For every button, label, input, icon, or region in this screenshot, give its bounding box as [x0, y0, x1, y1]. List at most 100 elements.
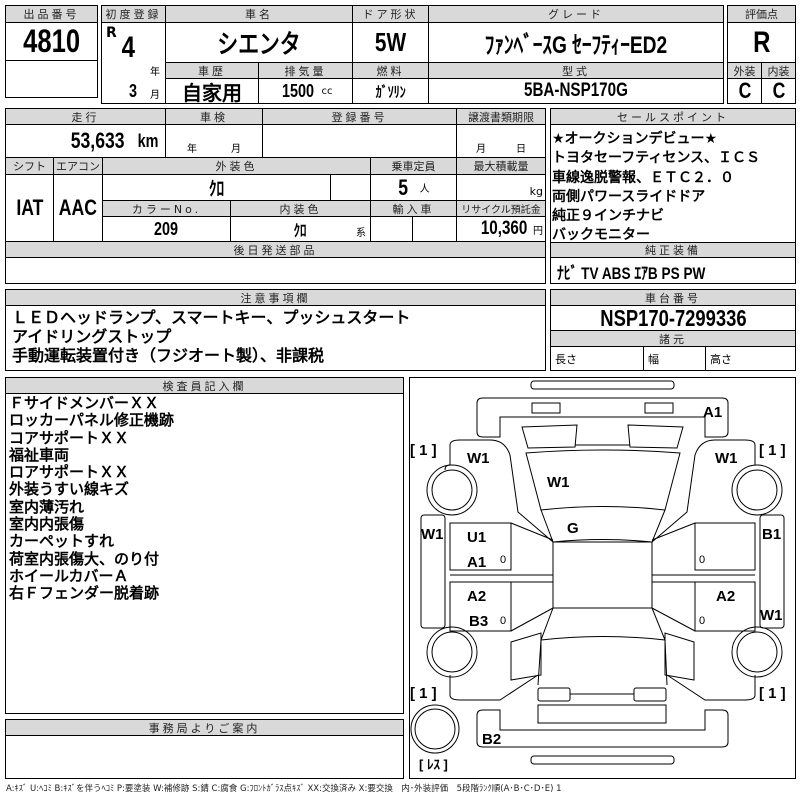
notes-box: 注意事項欄 ＬＥＤヘッドランプ、スマートキー、プッシュスタート アイドリングスト…	[5, 289, 546, 371]
door-zero: 0	[500, 554, 506, 566]
lot-header: 出品番号	[6, 6, 97, 23]
inspection: 年月	[166, 125, 263, 158]
mark-windshield: W1	[547, 474, 570, 491]
model-code: 5BA-NSP170G	[524, 80, 628, 101]
front-right-wheel	[731, 464, 783, 516]
year-unit: 年	[150, 67, 160, 78]
rear-left-wheel	[426, 626, 478, 678]
inspector-line: コアサポートＸＸ	[9, 428, 130, 447]
era: R	[106, 25, 117, 41]
score-value: R	[728, 23, 795, 63]
chassis-header: 車台番号	[551, 290, 795, 306]
inspector-line: ロアサポートＸＸ	[9, 463, 130, 482]
import-cell-1	[371, 217, 413, 242]
first-reg-header: 初度登録	[102, 6, 166, 23]
spare-wheel	[410, 704, 460, 754]
ext-color: ｸﾛ	[103, 175, 331, 201]
door-type: 5W	[353, 23, 429, 63]
int-color: ｸﾛ系	[231, 217, 371, 242]
recycle-header: リサイクル預託金	[457, 201, 545, 217]
door-header: ドア形状	[353, 6, 429, 23]
tire-spare: [ ﾚｽ ]	[419, 757, 448, 772]
ext-color-extra	[331, 175, 371, 201]
sales-point: 車線逸脱警報、ＥＴＣ２．０	[552, 169, 734, 186]
mark-fr-fender: W1	[715, 450, 738, 467]
note-line: アイドリングストップ	[12, 327, 172, 346]
inspector-line: ホイールカバーＡ	[9, 566, 129, 585]
reg-year: 4	[121, 31, 136, 64]
sales-point: 両側パワースライドドア	[552, 188, 706, 205]
model-header: 型式	[429, 63, 723, 79]
inspector-box: 検査員記入欄 ＦサイドメンバーＸＸ ロッカーパネル修正機跡 コアサポートＸＸ 福…	[5, 377, 404, 714]
int-color-header: 内装色	[231, 201, 371, 217]
chassis-number: NSP170-7299336	[551, 306, 795, 331]
ext-color-header: 外装色	[103, 158, 371, 175]
mark-glass: G	[567, 520, 579, 537]
sales-point: ★オークションデビュー★	[552, 131, 718, 147]
sales-points-box: セールスポイント ★オークションデビュー★ トヨタセーフティセンス、ＩＣＳ 車線…	[550, 108, 796, 284]
ext-score-header: 外装	[728, 63, 762, 79]
tire-fl: [ 1 ]	[410, 442, 437, 459]
aircon: AAC	[54, 175, 103, 242]
notes-list: ＬＥＤヘッドランプ、スマートキー、プッシュスタート アイドリングストップ 手動運…	[12, 308, 410, 365]
mark-lr-door-2: B3	[469, 613, 488, 630]
equipment: ﾅﾋﾞ TV ABS ｴｱB PS PW	[557, 264, 706, 283]
month-unit: 月	[150, 90, 160, 101]
inspector-line: 室内薄汚れ	[9, 497, 85, 516]
import-header: 輸入車	[371, 201, 457, 217]
history: 自家用	[166, 79, 259, 103]
spec-width: 幅	[644, 347, 706, 370]
spec-length: 長さ	[551, 347, 644, 370]
first-reg-cell: R 4 年 3 月	[102, 23, 166, 103]
reg-number	[263, 125, 457, 158]
note-line: ＬＥＤヘッドランプ、スマートキー、プッシュスタート	[12, 308, 411, 327]
tire-rr: [ 1 ]	[759, 685, 786, 702]
ext-score: C	[728, 79, 762, 103]
car-damage-diagram: A1 W1 W1 W1 G W1 U1 A1 A2 B3 B1 A2 W1 B2…	[410, 380, 786, 772]
inspector-line: 荷室内張傷大、のり付	[9, 549, 160, 568]
max-load-header: 最大積載量	[457, 158, 545, 175]
rear-right-wheel	[731, 626, 783, 678]
lot-box: 出品番号 4810	[5, 5, 98, 98]
chassis-box: 車台番号 NSP170-7299336 諸元 長さ 幅 高さ	[550, 289, 796, 371]
max-load: kg	[457, 175, 545, 201]
notes-header: 注意事項欄	[6, 290, 545, 306]
mark-hood: A1	[703, 404, 722, 421]
office-header: 事務局よりご案内	[6, 720, 403, 736]
front-left-wheel	[426, 464, 478, 516]
lot-number: 4810	[6, 23, 97, 61]
capacity-header: 乗車定員	[371, 158, 457, 175]
score-box: 評価点 R 外装 内装 C C	[727, 5, 796, 104]
int-score-header: 内装	[762, 63, 795, 79]
wheels	[410, 464, 783, 754]
mileage-header: 走行	[6, 109, 166, 125]
mark-rr-door: A2	[716, 588, 735, 605]
inspector-line: 外装うすい線キズ	[9, 480, 130, 499]
door-zero: 0	[699, 615, 705, 627]
shift: IAT	[6, 175, 54, 242]
mark-fl-fender: W1	[467, 450, 490, 467]
inspector-line: 室内内張傷	[9, 515, 85, 534]
specs-header: 諸元	[551, 331, 795, 347]
fuel-header: 燃料	[353, 63, 429, 79]
sales-point: トヨタセーフティセンス、ＩＣＳ	[552, 150, 761, 167]
displacement-header: 排気量	[259, 63, 353, 79]
later-parts-header: 後日発送部品	[6, 242, 545, 258]
transfer-header: 譲渡書類期限	[457, 109, 545, 125]
reg-month: 3	[129, 81, 138, 101]
inspector-line: カーペットすれ	[9, 532, 115, 551]
reg-number-header: 登録番号	[263, 109, 457, 125]
inspector-line: ロッカーパネル修正機跡	[9, 411, 174, 430]
mark-right-sill-1: B1	[762, 526, 781, 543]
mark-lr-door-1: A2	[467, 588, 486, 605]
car-outline	[420, 380, 785, 765]
sales-points-list: ★オークションデビュー★ トヨタセーフティセンス、ＩＣＳ 車線逸脱警報、ＥＴＣ２…	[552, 130, 760, 246]
mark-lf-door-1: U1	[467, 529, 486, 546]
inspection-header: 車検	[166, 109, 263, 125]
int-score: C	[772, 79, 785, 103]
import-cell-2	[413, 217, 457, 242]
